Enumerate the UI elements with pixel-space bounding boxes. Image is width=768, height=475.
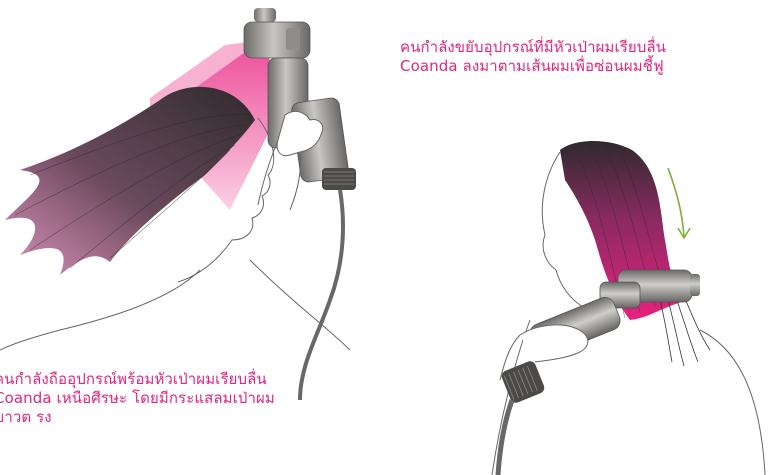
hand-left [276, 110, 324, 157]
motion-arrow [667, 167, 685, 237]
caption-right: คนกำลังขยับอุปกรณ์ที่มีหัวเป่าผมเรียบลื่… [400, 38, 666, 76]
caption-right-line2: Coanda ลงมาตามเส้นผมเพื่อซ่อนผมชี้ฟู [400, 57, 664, 75]
hair-left [5, 86, 255, 275]
caption-left-line1: คนกำลังถืออุปกรณ์พร้อมหัวเป่าผมเรียบลื่น [0, 370, 267, 388]
device-left [243, 8, 356, 401]
caption-left-line2: Coanda เหนือศีรษะ โดยมีกระแสลมเป่าผม [0, 389, 275, 407]
caption-left-line3: ขาวต รง [0, 408, 52, 426]
hand-right [519, 324, 589, 363]
right-scene [491, 141, 766, 475]
caption-right-line1: คนกำลังขยับอุปกรณ์ที่มีหัวเป่าผมเรียบลื่… [400, 38, 667, 56]
caption-left: คนกำลังถืออุปกรณ์พร้อมหัวเป่าผมเรียบลื่น… [0, 370, 275, 427]
face-right [541, 151, 586, 309]
device-right [495, 269, 700, 475]
face-left [177, 117, 275, 283]
left-scene [0, 8, 356, 401]
